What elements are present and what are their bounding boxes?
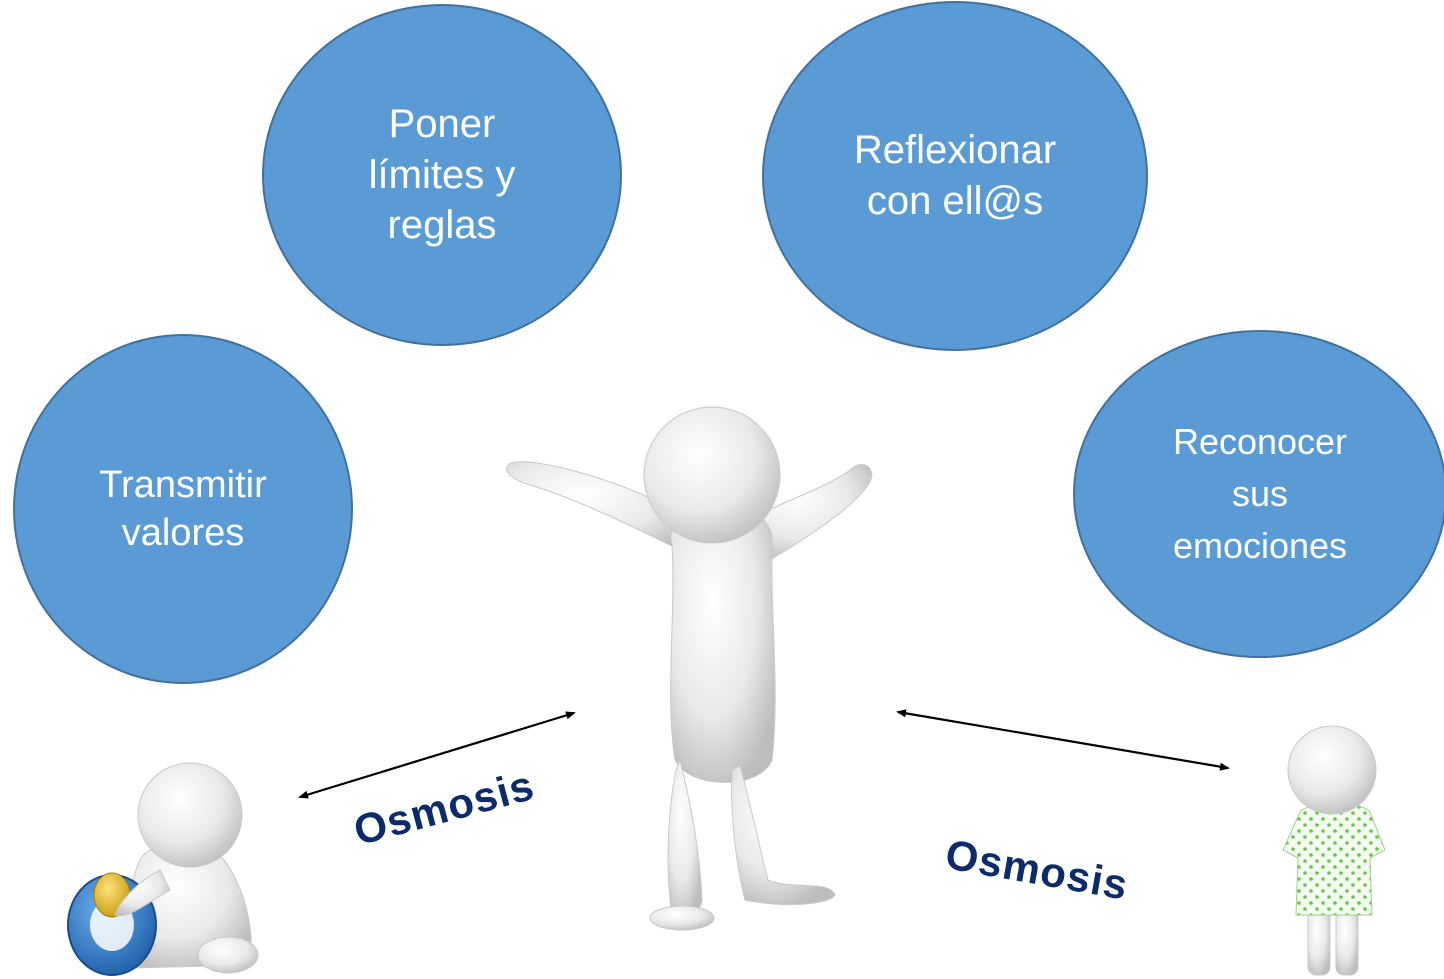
bubble-emotions-text: Reconocer sus emociones bbox=[1172, 420, 1348, 567]
child-figure bbox=[1282, 725, 1386, 976]
bubble-emotions: Reconocer sus emociones bbox=[1073, 330, 1444, 658]
bubble-values: Transmitir valores bbox=[13, 334, 353, 684]
adult-figure bbox=[506, 406, 873, 931]
arrow-right bbox=[896, 709, 1230, 771]
baby-figure bbox=[67, 762, 259, 976]
bubble-limits-rules-text: Poner límites y reglas bbox=[368, 101, 516, 248]
bubble-reflect: Reflexionar con ell@s bbox=[762, 1, 1148, 351]
arrow-left bbox=[298, 711, 576, 799]
bubble-limits-rules: Poner límites y reglas bbox=[262, 4, 622, 346]
bubble-reflect-text: Reflexionar con ell@s bbox=[853, 128, 1057, 223]
bubble-values-text: Transmitir valores bbox=[99, 463, 267, 554]
